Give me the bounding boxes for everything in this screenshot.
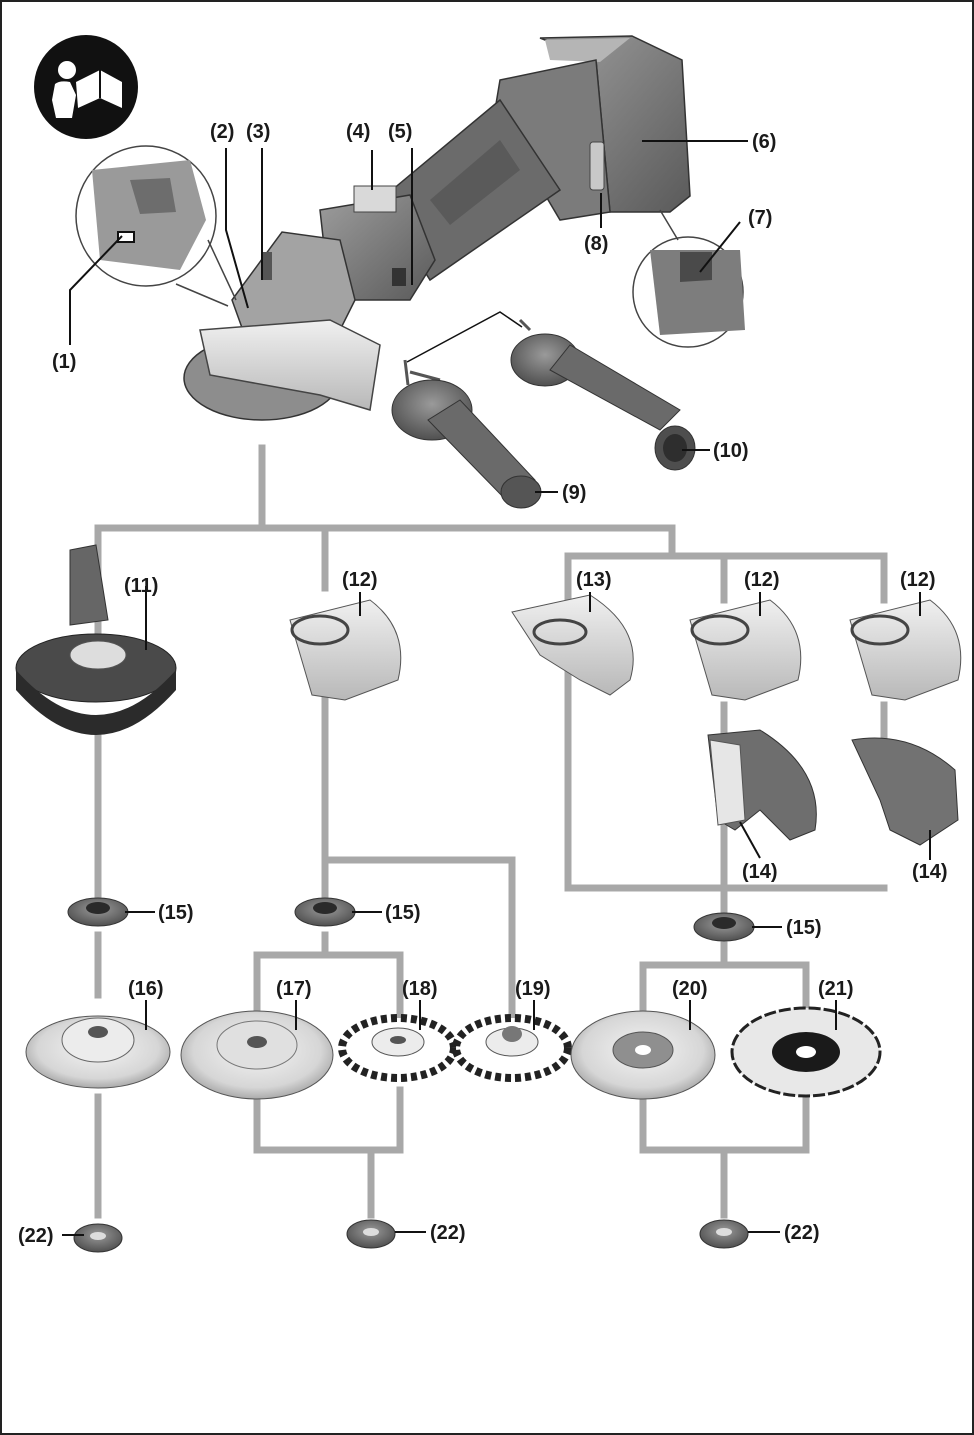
- guard-12-a: [290, 600, 401, 700]
- clamping-nut-22-a: [74, 1224, 122, 1252]
- cover-14-a: [708, 730, 816, 840]
- label-14-a: (14): [742, 861, 778, 883]
- label-18: (18): [402, 978, 438, 1000]
- read-manual-icon: [34, 35, 138, 139]
- label-22-b: (22): [430, 1222, 466, 1244]
- label-19: (19): [515, 978, 551, 1000]
- cutting-disc-20: [571, 1011, 715, 1099]
- mounting-flange-15-b: [295, 898, 355, 926]
- label-8: (8): [584, 233, 608, 255]
- clamping-nut-22-b: [347, 1220, 395, 1248]
- guard-12-c: [850, 600, 961, 700]
- label-4: (4): [346, 121, 370, 143]
- label-15-a: (15): [158, 902, 194, 924]
- mounting-flange-15-a: [68, 898, 128, 926]
- label-12-c: (12): [900, 569, 936, 591]
- guard-13: [512, 595, 633, 695]
- label-13: (13): [576, 569, 612, 591]
- label-7: (7): [748, 207, 772, 229]
- label-14-b: (14): [912, 861, 948, 883]
- label-5: (5): [388, 121, 412, 143]
- label-10: (10): [713, 440, 749, 462]
- diamond-disc-21: [732, 1008, 880, 1096]
- cover-14-b: [852, 738, 958, 845]
- wire-brush-19: [456, 1018, 568, 1078]
- label-6: (6): [752, 131, 776, 153]
- grinding-disc-17: [181, 1011, 333, 1099]
- label-22-c: (22): [784, 1222, 820, 1244]
- label-16: (16): [128, 978, 164, 1000]
- guard-12-b: [690, 600, 801, 700]
- label-11: (11): [124, 575, 158, 597]
- label-12-a: (12): [342, 569, 378, 591]
- cup-wheel-16: [26, 1016, 170, 1088]
- label-17: (17): [276, 978, 312, 1000]
- connector-lines: [98, 448, 884, 1215]
- battery-release-detail: [633, 210, 745, 347]
- label-1: (1): [52, 351, 76, 373]
- label-20: (20): [672, 978, 708, 1000]
- angle-grinder: [184, 36, 690, 420]
- label-12-b: (12): [744, 569, 780, 591]
- label-22-a: (22): [18, 1225, 54, 1247]
- label-15-b: (15): [385, 902, 421, 924]
- wire-brush-18: [342, 1018, 454, 1078]
- label-15-c: (15): [786, 917, 822, 939]
- label-21: (21): [818, 978, 854, 1000]
- label-9: (9): [562, 482, 586, 504]
- label-2: (2): [210, 121, 234, 143]
- handle-connector: [407, 312, 522, 362]
- mounting-flange-15-c: [694, 913, 754, 941]
- auxiliary-handle-9: [392, 360, 541, 508]
- clamping-nut-22-c: [700, 1220, 748, 1248]
- label-3: (3): [246, 121, 270, 143]
- extraction-hood-11: [16, 545, 176, 735]
- spindle-lock-detail: [76, 146, 236, 306]
